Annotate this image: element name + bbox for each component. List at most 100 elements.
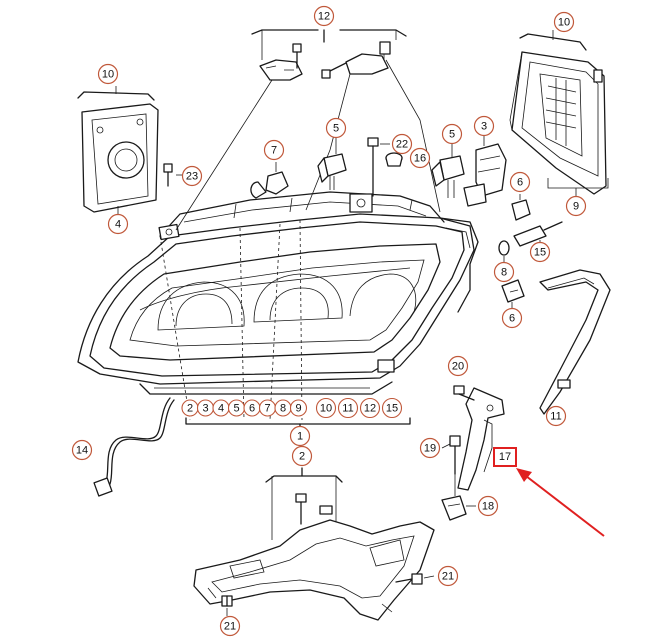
chip-label: 4 [218,403,224,415]
callout-c6-a[interactable]: 6 [509,171,531,193]
chip-item[interactable]: 3 [196,399,215,417]
callout-circle [441,123,463,145]
callout-label: 23 [186,171,198,183]
screw-20 [453,385,475,401]
chip-label: 8 [280,403,286,415]
chip-circle [359,397,381,419]
callout-c4[interactable]: 4 [107,213,129,235]
callout-c18[interactable]: 18 [477,495,499,517]
chip-item[interactable]: 12 [359,397,381,419]
chip-item[interactable]: 10 [315,397,337,419]
bulb-8 [498,240,510,266]
callout-circle [97,63,119,85]
callout-c6-b[interactable]: 6 [501,307,523,329]
callout-label: 6 [509,313,515,325]
callout-label: 10 [102,69,114,81]
bulb-5-left [317,138,347,190]
chip-item[interactable]: 8 [274,399,292,417]
callout-label: 19 [424,443,436,455]
callout-circle [419,437,441,459]
bulb-7 [250,162,289,199]
chip-item[interactable]: 15 [381,397,403,419]
callout-label: 18 [482,501,494,513]
callout-label: 5 [333,123,339,135]
callout-label: 9 [573,201,579,213]
callout-c5-b[interactable]: 5 [441,123,463,145]
chip-label: 9 [295,403,301,415]
chip-label: 5 [233,403,239,415]
callout-c19[interactable]: 19 [419,437,441,459]
chip-label: 3 [202,403,208,415]
callout-c1[interactable]: 1 [289,425,311,447]
cover-9-right [509,30,609,198]
callout-c22[interactable]: 22 [391,133,413,155]
callout-label: 21 [442,571,454,583]
callout-label: 21 [224,621,236,633]
callout-circle [289,425,311,447]
callout-c2[interactable]: 2 [291,445,313,467]
callout-label: 4 [115,219,121,231]
callout-circle [391,133,413,155]
callout-circle [437,565,459,587]
callout-c20[interactable]: 20 [447,355,469,377]
callout-label: 5 [449,129,455,141]
callout-c7[interactable]: 7 [263,139,285,161]
callout-17-highlighted[interactable]: 17 [493,447,517,467]
callout-circle [71,439,93,461]
bracket-set-12 [175,29,441,231]
callout-circle [219,615,241,637]
callout-c8[interactable]: 8 [493,261,515,283]
chip-item[interactable]: 6 [243,399,261,417]
callout-c16[interactable]: 16 [409,147,431,169]
chip-label: 15 [386,403,398,415]
callout-label: 11 [550,411,561,423]
callout-circle [263,139,285,161]
callout-label: 20 [452,361,464,373]
chip-item[interactable]: 9 [289,399,308,417]
chip-circle [381,397,403,419]
callout-c12-top[interactable]: 12 [313,5,335,27]
callout-c15[interactable]: 15 [529,241,551,263]
callout-c23[interactable]: 23 [181,165,203,187]
callout-label: 14 [76,445,88,457]
chip-item[interactable]: 2 [181,399,199,417]
chip-item[interactable]: 11 [337,397,359,419]
callout-c5-a[interactable]: 5 [325,117,347,139]
callout-c21-right[interactable]: 21 [437,565,459,587]
module-3 [463,136,507,207]
bracket-17 [457,387,505,491]
chip-label: 7 [264,403,270,415]
chip-label: 11 [342,403,353,415]
chip-row-2: 10 11 12 15 [315,397,403,419]
callout-circle [473,115,495,137]
callout-label: 1 [297,431,303,443]
callout-label: 15 [534,247,546,259]
callout-circle [409,147,431,169]
callout-circle [565,195,587,217]
callout-circle [509,171,531,193]
callout-c10-left[interactable]: 10 [97,63,119,85]
callout-c9[interactable]: 9 [565,195,587,217]
callout-label: 8 [501,267,507,279]
callout-label: 22 [396,139,408,151]
callout-c10-right[interactable]: 10 [553,11,575,33]
callout-c3[interactable]: 3 [473,115,495,137]
chip-item[interactable]: 5 [227,399,246,417]
callout-circle [447,355,469,377]
highlight-arrow [516,468,605,537]
callout-circle [291,445,313,467]
mount-bracket-2 [193,493,435,621]
chip-item[interactable]: 4 [212,399,230,417]
chip-item[interactable]: 7 [258,399,277,417]
callout-c14[interactable]: 14 [71,439,93,461]
screw-22 [367,137,390,197]
callout-c11[interactable]: 11 [545,405,567,427]
callout-circle [493,261,515,283]
callout-circle [325,117,347,139]
headlight-assembly [77,191,479,421]
callout-c21-bottom[interactable]: 21 [219,615,241,637]
